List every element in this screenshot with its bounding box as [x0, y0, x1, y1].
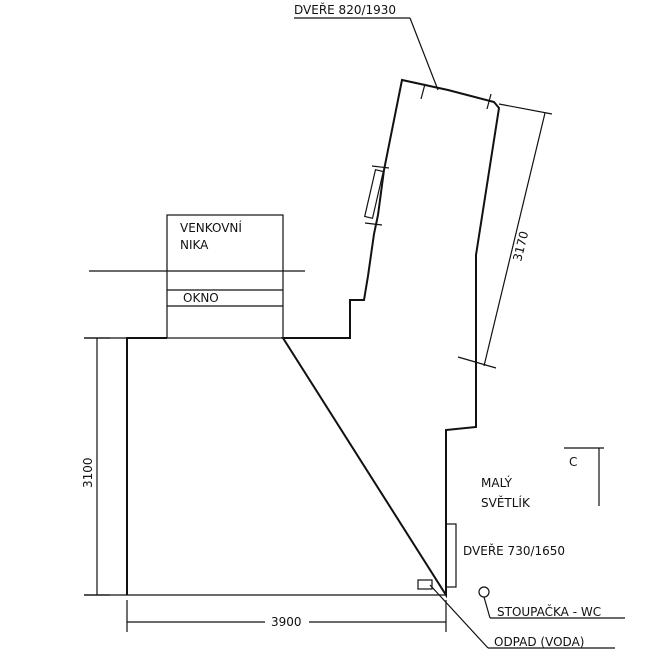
upper-door-tick-2 [364, 222, 383, 226]
riser-leader-1 [483, 596, 491, 619]
dim-right-line [483, 112, 546, 367]
dim-right-ext-bottom [457, 356, 497, 369]
top-door-tick-2 [486, 93, 492, 110]
outdoor-niche-box [166, 214, 284, 339]
drain-leader-1 [429, 584, 489, 649]
side-door-symbol [445, 523, 457, 588]
label-okno: OKNO [183, 291, 219, 305]
label-maly: MALÝ [481, 475, 513, 490]
dim-right-ext-top [498, 103, 553, 115]
label-svetlik: SVĚTLÍK [481, 495, 531, 510]
label-stoupacka: STOUPAČKA - WC [497, 604, 601, 619]
label-door-top: DVEŘE 820/1930 [294, 2, 396, 17]
label-dim-bottom: 3900 [271, 615, 302, 629]
label-c: C [569, 455, 577, 469]
top-door-tick [420, 83, 426, 100]
dim-bottom-label-bg [265, 612, 309, 628]
riser-symbol [478, 586, 490, 598]
drain-symbol [417, 579, 433, 590]
label-odpad: ODPAD (VODA) [494, 635, 584, 649]
label-dim-right: 3170 [510, 230, 531, 263]
label-venkovni: VENKOVNÍ [180, 220, 242, 235]
label-door-side: DVEŘE 730/1650 [463, 543, 565, 558]
top-door-leader-diag [409, 17, 439, 91]
upper-door-symbol [363, 168, 385, 220]
label-nika: NIKA [180, 238, 209, 252]
label-dim-left: 3100 [81, 457, 95, 488]
upper-door-tick-1 [371, 165, 390, 169]
